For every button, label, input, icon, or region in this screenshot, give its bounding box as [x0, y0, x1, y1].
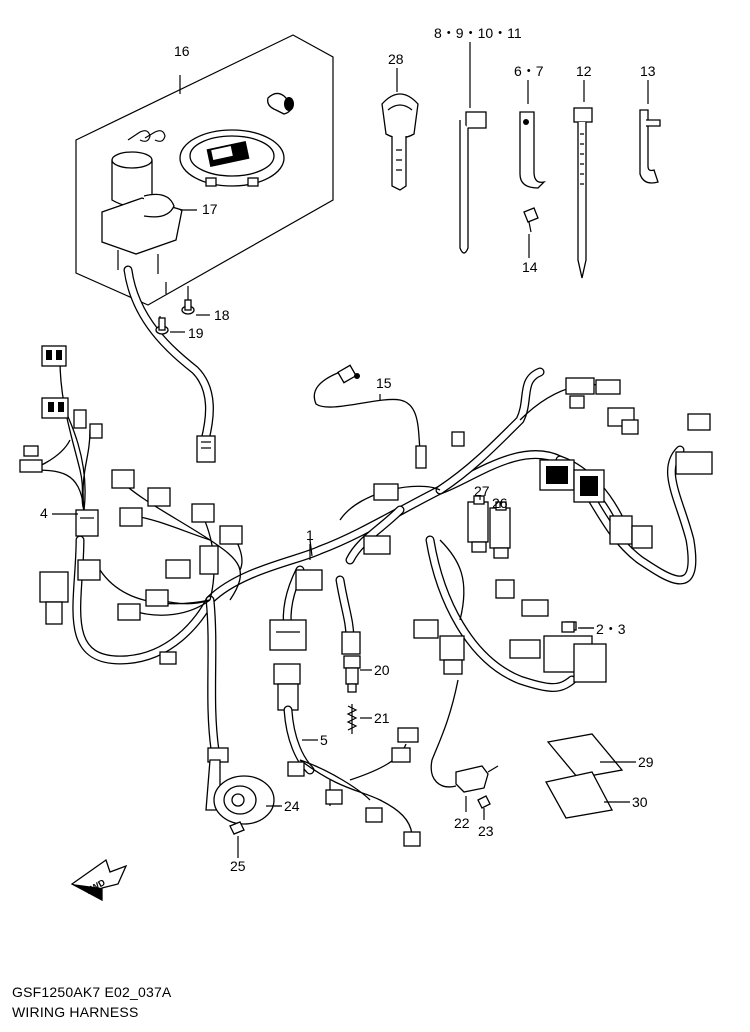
- sub-harness-5: [273, 663, 421, 847]
- label-24: 24: [284, 798, 300, 814]
- cable-tie-12: [573, 80, 593, 279]
- label-8-11: 8・9・10・11: [434, 25, 522, 41]
- diagram-code: GSF1250AK7 E02_037A: [12, 984, 172, 1000]
- switch-20-21: [343, 655, 372, 734]
- label-5: 5: [320, 732, 328, 748]
- label-25: 25: [230, 858, 246, 874]
- label-1: 1: [306, 527, 314, 543]
- label-4: 4: [40, 505, 48, 521]
- label-27: 27: [474, 483, 490, 499]
- clamp-13: [639, 80, 661, 184]
- label-30: 30: [632, 794, 648, 810]
- label-12: 12: [576, 63, 592, 79]
- label-21: 21: [374, 710, 390, 726]
- clamp-8-11: [459, 42, 487, 254]
- labels-29-30: [545, 733, 636, 819]
- label-23: 23: [478, 823, 494, 839]
- relays-26-27: [467, 495, 511, 559]
- main-harness: [72, 367, 697, 755]
- label-22: 22: [454, 815, 470, 831]
- label-2-3: 2・3: [596, 621, 626, 637]
- label-29: 29: [638, 754, 654, 770]
- label-13: 13: [640, 63, 656, 79]
- label-28: 28: [388, 51, 404, 67]
- horn-24: [205, 759, 280, 852]
- leader-lines: [52, 394, 594, 858]
- label-19: 19: [188, 325, 204, 341]
- diagram-title: WIRING HARNESS: [12, 1004, 139, 1020]
- fwd-arrow: [70, 858, 128, 902]
- connectors-right: [341, 377, 713, 683]
- sensor-lead-15: [313, 364, 465, 469]
- part-labels: 16 17 18 19 28 8・9・10・11 6・7 12 13 14 15…: [40, 25, 656, 896]
- label-15: 15: [376, 375, 392, 391]
- label-20: 20: [374, 662, 390, 678]
- connectors-left: [19, 345, 323, 763]
- label-26: 26: [492, 495, 508, 511]
- key-blank: [381, 68, 419, 191]
- label-14: 14: [522, 259, 538, 275]
- fuse-2-3: [561, 621, 575, 633]
- label-6-7: 6・7: [514, 63, 544, 79]
- side-stand-switch-22: [430, 679, 499, 820]
- ignition-switch-assembly: [75, 34, 334, 463]
- label-18: 18: [214, 307, 230, 323]
- label-17: 17: [202, 201, 218, 217]
- label-16: 16: [174, 43, 190, 59]
- clamp-6-7: [519, 80, 546, 258]
